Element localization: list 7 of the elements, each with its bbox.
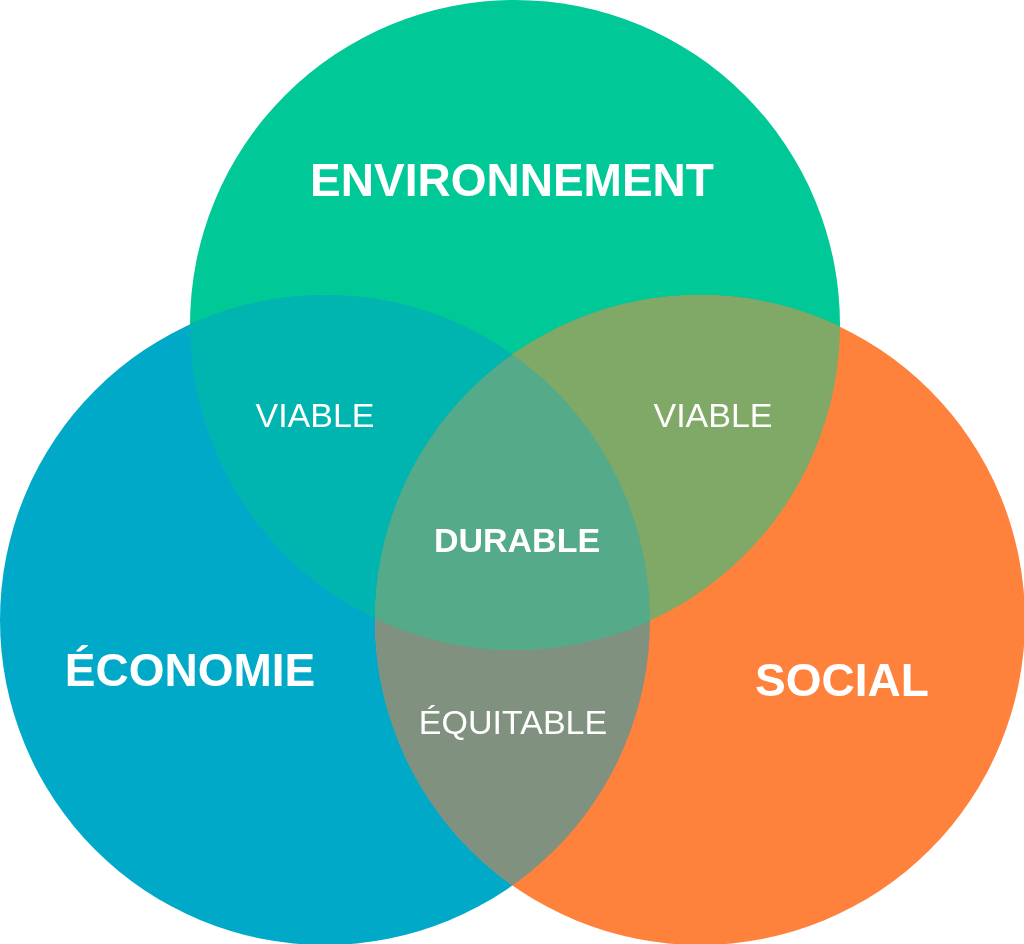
overlap-label: ÉQUITABLE xyxy=(418,702,608,742)
circle-title: ENVIRONNEMENT xyxy=(310,153,714,207)
circle-title: ÉCONOMIE xyxy=(64,643,316,697)
overlap-label: VIABLE xyxy=(255,395,375,435)
circle-title: SOCIAL xyxy=(755,653,929,707)
overlap-label: VIABLE xyxy=(653,395,773,435)
overlap-label: DURABLE xyxy=(433,520,601,560)
